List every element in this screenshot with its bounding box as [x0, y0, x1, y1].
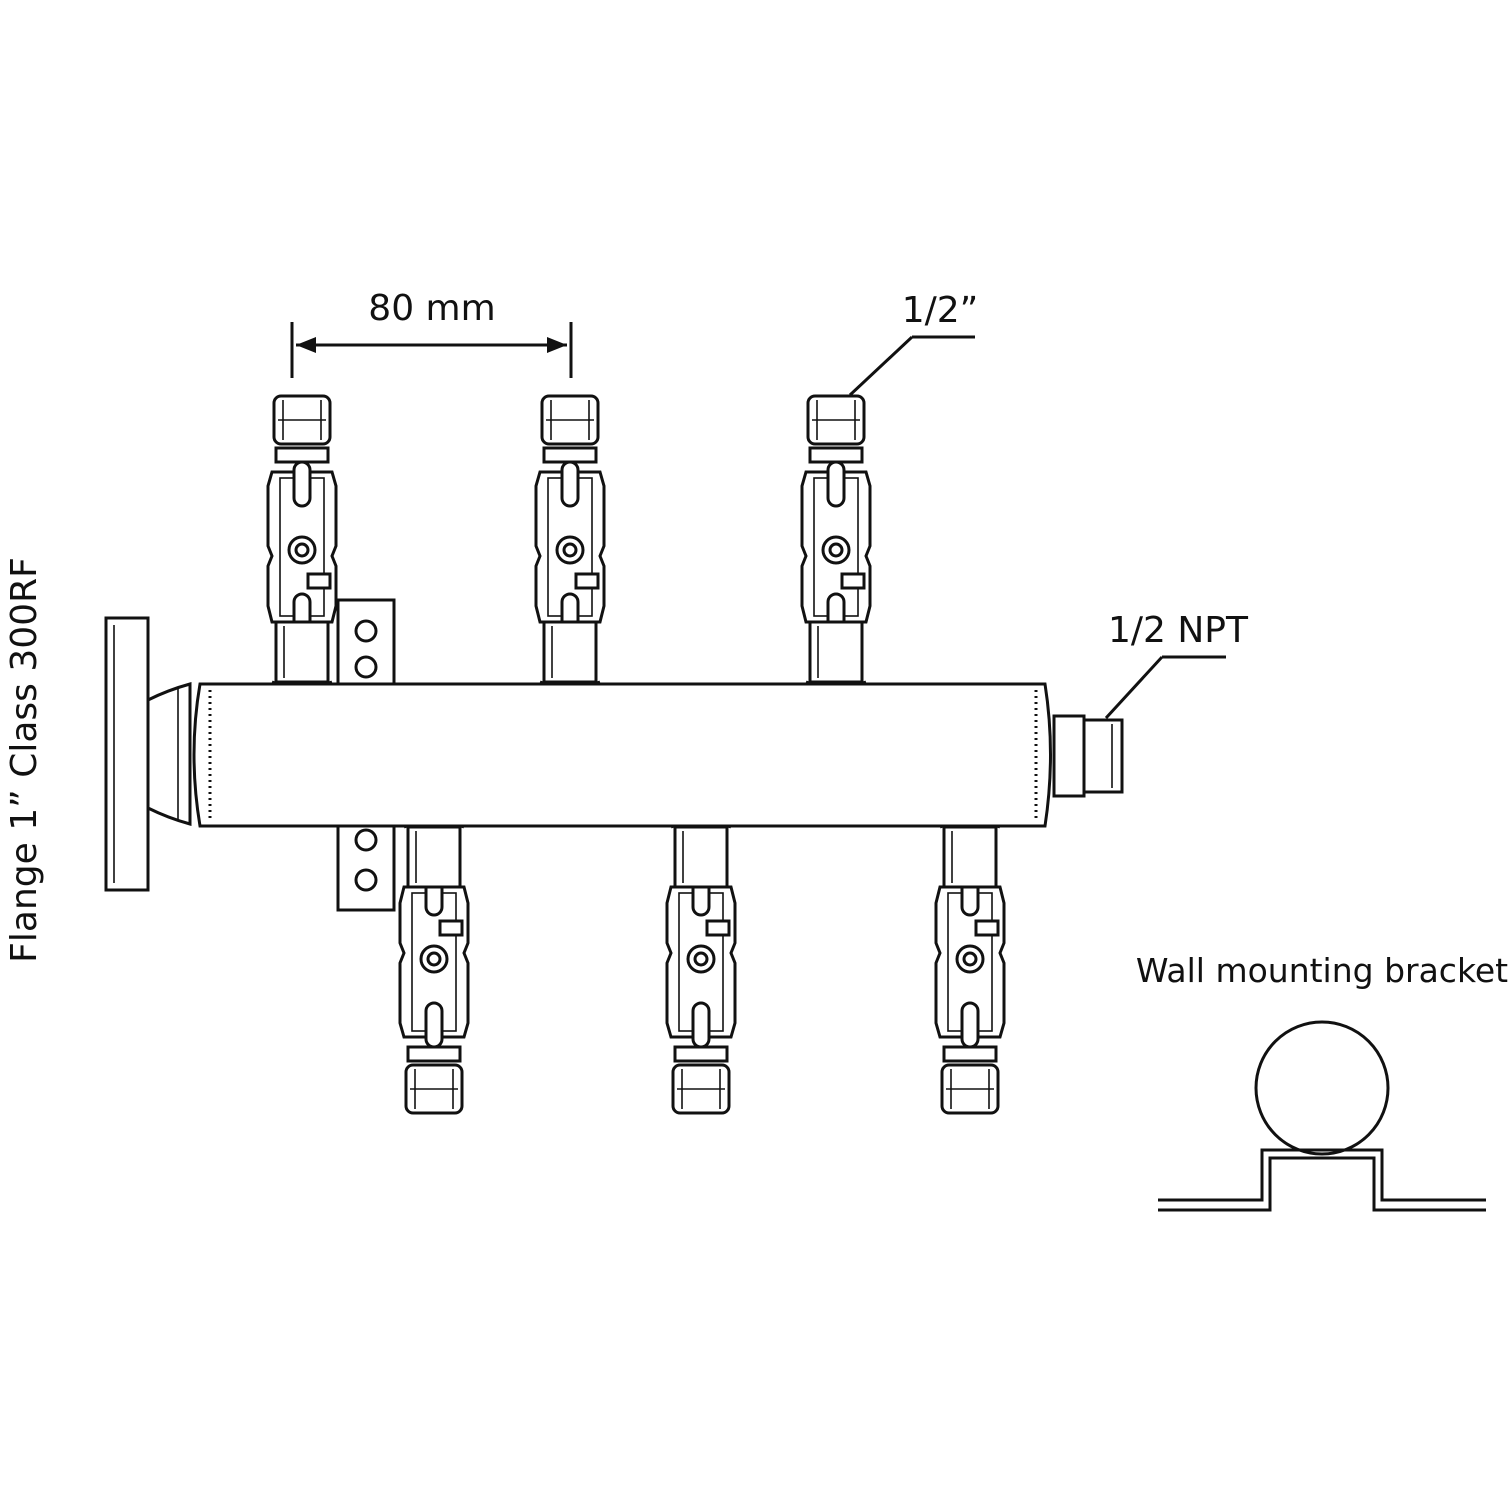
npt-end-fitting: [1052, 714, 1124, 798]
top-valve-2: [534, 394, 606, 689]
manifold-header: [192, 682, 1052, 828]
outlet-size-label: 1/2”: [902, 290, 979, 331]
bracket-drawing: [1158, 1020, 1486, 1212]
mounting-plate-bottom: [336, 824, 396, 912]
end-port-label: 1/2 NPT: [1108, 610, 1249, 651]
bracket-label: Wall mounting bracket: [1136, 951, 1508, 990]
flange: [104, 616, 192, 892]
top-valve-1: [266, 394, 338, 689]
end-port-callout: 1/2 NPT: [1104, 610, 1249, 720]
dimension-80mm: 80 mm: [290, 288, 573, 378]
flange-label: Flange 1” Class 300RF: [4, 557, 45, 963]
spacing-label: 80 mm: [368, 288, 495, 329]
bottom-valve-3: [934, 820, 1006, 1115]
top-valve-3: [800, 394, 872, 689]
outlet-size-callout: 1/2”: [848, 290, 979, 397]
mounting-plate-top: [336, 598, 396, 686]
bottom-valve-2: [665, 820, 737, 1115]
bottom-valve-1: [398, 820, 470, 1115]
